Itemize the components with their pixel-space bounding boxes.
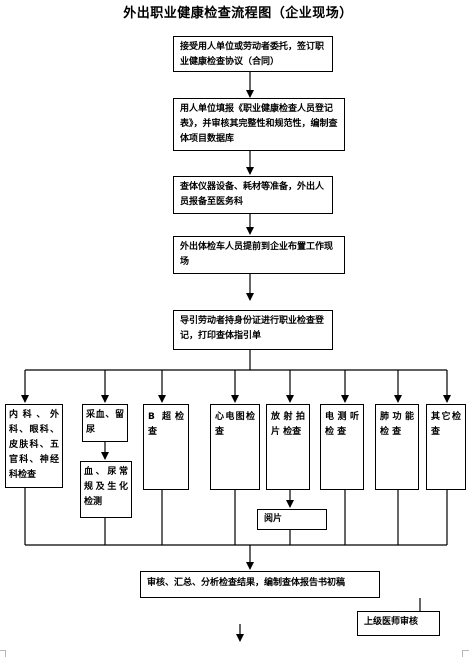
lab-test-box: 血、尿常规及生化检测 [80,461,132,518]
step-senior-review: 上级医师审核 [357,611,440,636]
dept-ultrasound: B 超检查 [143,404,189,490]
dept-audiometry-text: 电 测 听 检 查 [325,412,359,437]
step-onsite-setup: 外出体检车人员提前到企业布置工作现场 [173,236,345,274]
dept-lung-function: 肺 功 能 检 查 [375,404,419,490]
lab-test-text: 血、尿常规及生化检测 [84,467,128,507]
step-register-form-text: 用人单位填报《职业健康检查人员登记表》，并审核其完整性和规范性，编制查体项目数据… [180,104,338,144]
step-senior-review-text: 上级医师审核 [364,617,419,627]
step-equipment-prep: 查体仪器设备、耗材等准备，外出人员报备至医务科 [173,176,333,214]
dept-clinical-exam: 内科、外科、眼科、皮肤科、五官科、神经科检查 [5,404,63,488]
page-corner-mark-left [0,650,6,657]
dept-ecg-text: 心电图检查 [215,412,255,437]
step-check-in: 导引劳动者持身份证进行职业检查登记，打印查体指引单 [173,310,333,350]
film-reading-text: 阅片 [264,514,283,524]
dept-ultrasound-text: B 超检查 [148,412,184,437]
page-corner-mark-right [462,650,469,657]
dept-xray: 放 射 拍 片 检查 [266,404,310,490]
dept-other-text: 其它检查 [431,412,461,437]
dept-ecg: 心电图检查 [210,404,260,490]
step-result-review: 审核、汇总、分析检查结果，编制查体报告书初稿 [140,571,380,598]
dept-lung-function-text: 肺 功 能 检 查 [380,412,414,437]
step-check-in-text: 导引劳动者持身份证进行职业检查登记，打印查体指引单 [180,316,325,341]
dept-audiometry: 电 测 听 检 查 [320,404,364,490]
step-equipment-prep-text: 查体仪器设备、耗材等准备，外出人员报备至医务科 [180,182,325,207]
dept-other: 其它检查 [426,404,466,490]
step-sign-contract: 接受用人单位或劳动者委托，签订职业健康检查协议（合同） [173,36,333,72]
step-onsite-setup-text: 外出体检车人员提前到企业布置工作现场 [180,242,334,267]
dept-xray-text: 放 射 拍 片 检查 [271,412,305,437]
step-register-form: 用人单位填报《职业健康检查人员登记表》，并审核其完整性和规范性，编制查体项目数据… [173,98,345,151]
dept-blood-urine: 采血、留尿 [82,404,128,442]
film-reading-box: 阅片 [257,509,327,530]
dept-blood-urine-text: 采血、留尿 [86,410,124,435]
step-sign-contract-text: 接受用人单位或劳动者委托，签订职业健康检查协议（合同） [180,42,325,67]
chart-title: 外出职业健康检查流程图（企业现场） [123,6,353,21]
dept-clinical-exam-text: 内科、外科、眼科、皮肤科、五官科、神经科检查 [9,410,59,480]
step-result-review-text: 审核、汇总、分析检查结果，编制查体报告书初稿 [147,578,346,588]
